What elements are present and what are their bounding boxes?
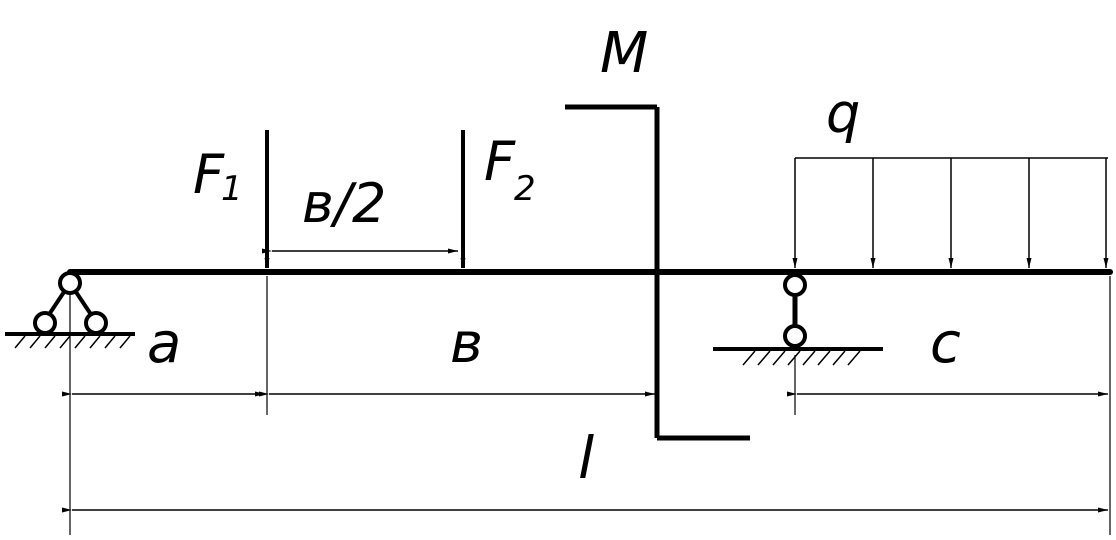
dimension-label-c: c bbox=[930, 311, 961, 376]
dimension-label-half-b: в/2 bbox=[302, 172, 386, 235]
dimension-label-b: в bbox=[450, 311, 483, 376]
force-label-f2: F bbox=[484, 130, 516, 193]
dimension-label-a: a bbox=[147, 311, 181, 376]
load-label-q: q bbox=[826, 82, 860, 145]
force-label-f2-subscript: 2 bbox=[514, 169, 536, 209]
moment-symbol bbox=[565, 104, 750, 441]
dimension-label-l: l bbox=[578, 424, 594, 492]
roller-support-right bbox=[713, 273, 883, 366]
moment-label: M bbox=[600, 21, 648, 86]
force-label-f1-subscript: 1 bbox=[221, 169, 243, 209]
distributed-load bbox=[792, 157, 1109, 268]
force-label-f1: F bbox=[193, 143, 225, 206]
